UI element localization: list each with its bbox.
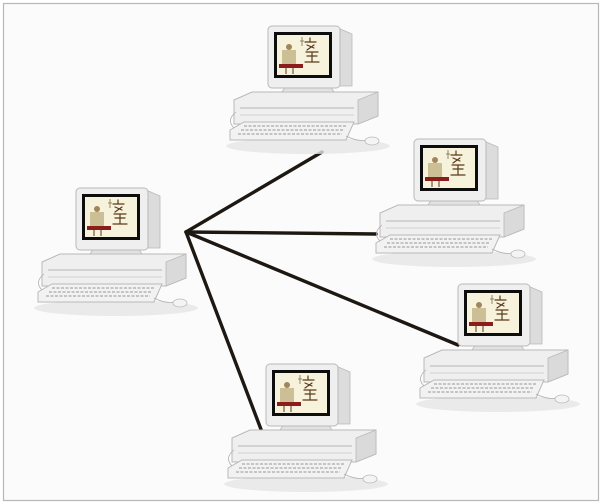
network-link-computer-lower-right	[184, 230, 460, 347]
screen-image	[420, 145, 478, 191]
screen-figure	[280, 388, 294, 404]
mouse-cable	[491, 248, 513, 254]
screen-bar	[425, 177, 449, 181]
computer-case-side	[355, 429, 377, 463]
mouse	[510, 249, 526, 259]
mouse	[554, 394, 570, 404]
screen-figure-head	[284, 382, 290, 388]
mouse	[172, 298, 188, 308]
keyboard-cable	[38, 273, 45, 291]
screen-glyph-strokes	[304, 37, 320, 63]
screen-image	[274, 32, 332, 78]
mouse-cable	[343, 473, 365, 479]
network-link-computer-bottom	[184, 230, 264, 434]
screen-mark	[298, 375, 302, 384]
screen-glyph-strokes	[302, 375, 318, 401]
screen-bar	[469, 322, 493, 326]
keyboard-cable	[230, 111, 237, 129]
computer-case-side	[503, 204, 525, 238]
screen-figure	[282, 50, 296, 66]
shadow	[416, 396, 580, 412]
screen-figure	[472, 308, 486, 324]
screen-mark	[300, 37, 304, 46]
screen-glyph-strokes	[112, 199, 128, 225]
screen-figure	[428, 163, 442, 179]
screen-mark	[446, 150, 450, 159]
screen-mark	[108, 199, 112, 208]
computer-case-side	[357, 91, 379, 125]
mouse	[364, 136, 380, 146]
mouse-cable	[535, 393, 557, 399]
mouse-cable	[153, 297, 175, 303]
keyboard-cable	[228, 449, 235, 467]
keyboard-cable	[376, 224, 383, 242]
network-links	[184, 150, 460, 434]
screen-image	[272, 370, 330, 416]
network-link-computer-top	[184, 150, 324, 234]
shadow	[34, 300, 198, 316]
mouse-cable	[345, 135, 367, 141]
computer-case-side	[547, 349, 569, 383]
screen-image	[82, 194, 140, 240]
computer-top	[226, 25, 390, 154]
screen-figure-head	[286, 44, 292, 50]
screen-figure-head	[432, 157, 438, 163]
screen-figure-head	[476, 302, 482, 308]
computer-bottom	[224, 363, 388, 492]
computer-case-side	[165, 253, 187, 287]
shadow	[224, 476, 388, 492]
screen-bar	[87, 226, 111, 230]
computers	[34, 25, 580, 492]
screen-mark	[490, 295, 494, 304]
screen-image	[464, 290, 522, 336]
computer-left	[34, 187, 198, 316]
computer-upper-right	[372, 138, 536, 267]
mouse	[362, 474, 378, 484]
screen-glyph-strokes	[494, 295, 510, 321]
screen-figure	[90, 212, 104, 228]
screen-bar	[279, 64, 303, 68]
screen-glyph-strokes	[450, 150, 466, 176]
network-link-computer-upper-right	[184, 230, 378, 236]
screen-figure-head	[94, 206, 100, 212]
shadow	[226, 138, 390, 154]
shadow	[372, 251, 536, 267]
computer-lower-right	[416, 283, 580, 412]
screen-bar	[277, 402, 301, 406]
keyboard-cable	[420, 369, 427, 387]
